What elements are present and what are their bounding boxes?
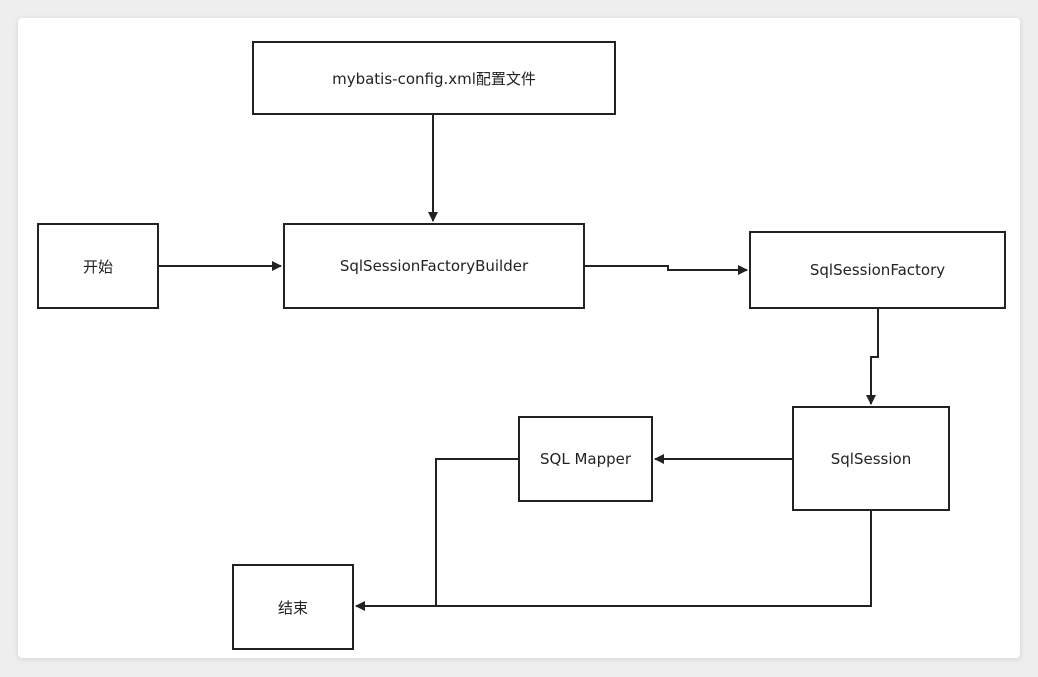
edge-factory-to-session xyxy=(866,309,879,405)
node-end: 结束 xyxy=(232,564,354,650)
edge-mapper-to-end xyxy=(355,458,518,611)
diagram-canvas xyxy=(18,18,1020,658)
node-end-label: 结束 xyxy=(277,598,308,617)
edge-session-to-end xyxy=(436,511,872,607)
node-start-label: 开始 xyxy=(82,257,113,276)
node-sql-mapper: SQL Mapper xyxy=(518,416,653,502)
node-session-factory-builder-label: SqlSessionFactoryBuilder xyxy=(339,257,529,275)
node-sql-session-label: SqlSession xyxy=(830,449,912,468)
node-session-factory-builder: SqlSessionFactoryBuilder xyxy=(283,223,585,309)
node-config-file: mybatis-config.xml配置文件 xyxy=(252,41,616,115)
node-session-factory: SqlSessionFactory xyxy=(749,231,1006,309)
node-sql-mapper-label: SQL Mapper xyxy=(539,450,632,468)
node-session-factory-label: SqlSessionFactory xyxy=(809,261,946,279)
edge-builder-to-factory xyxy=(585,265,748,275)
node-config-file-label: mybatis-config.xml配置文件 xyxy=(332,69,536,88)
node-sql-session: SqlSession xyxy=(792,406,950,511)
node-start: 开始 xyxy=(37,223,159,309)
